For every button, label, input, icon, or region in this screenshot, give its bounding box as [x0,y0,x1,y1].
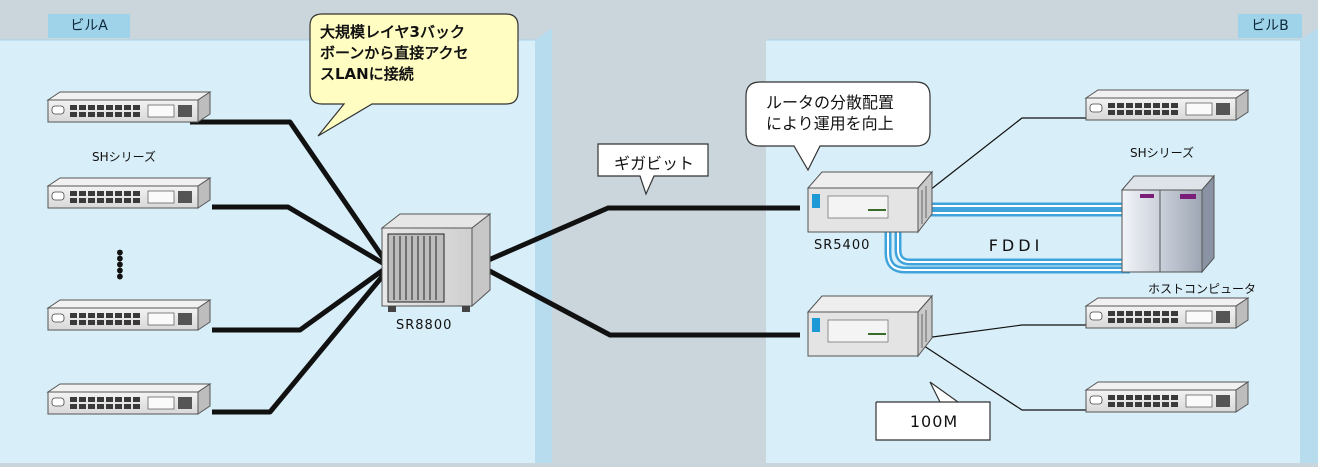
fast-label-box [875,381,991,441]
sh-series-a-label: SHシリーズ [92,150,157,164]
gigabit-label: ギガビット [613,154,694,173]
sh-series-b-label: SHシリーズ [1130,146,1195,160]
sh-switch-b2 [1084,297,1250,329]
cable-to-sr5400 [483,205,800,265]
cable-b2 [924,324,1088,339]
cable-to-router2 [482,265,800,338]
building-a-tag: ビルA [48,14,130,38]
callout-router-bubble [745,81,931,172]
sh-switch-a2 [46,177,212,209]
callout-backbone-line-2: ボーンから直接アクセ [320,44,469,62]
cables-building-b [917,117,1088,411]
callout-backbone-bubble [309,13,519,137]
cables-building-a [190,119,389,415]
host-label: ホストコンピュータ [1148,282,1257,296]
sr8800-chassis [380,212,492,312]
ellipsis-dots: ••••• [114,241,126,289]
cable-a1 [190,119,389,264]
callout-backbone-line-1: 大規模レイヤ3バック [320,23,465,41]
fddi-inner-ring-inner [897,212,1130,263]
cables-backbone [482,205,800,338]
callout-router: ルータの分散配置 により運用を向上 [766,92,894,134]
cable-b1 [929,117,1088,191]
ellipsis-vertical: ••••• [114,243,126,287]
sh-switch-b1 [1084,89,1250,121]
sh-switch-a1 [46,91,212,123]
building-b-tag: ビルB [1238,14,1302,38]
building-a-side [535,28,552,463]
sr8800-slots [387,233,445,303]
callout-backbone-line-3: スLANに接続 [320,65,414,83]
sh-switch-a3 [46,299,212,331]
switches-group [46,89,1250,415]
fddi-ring [884,202,1130,274]
sh-switch-b3 [1084,381,1250,413]
building-a [0,28,552,463]
fast-label: 100M [909,412,959,431]
callout-router-line-1: ルータの分散配置 [766,93,895,112]
sr5400-router [806,170,934,234]
cable-b3 [917,341,1088,411]
sr5400-label: SR5400 [814,238,871,253]
callout-backbone: 大規模レイヤ3バック ボーンから直接アクセ スLANに接続 [320,22,469,85]
cable-a2 [212,204,388,268]
building-a-front [0,40,535,463]
fddi-label: FDDI [988,236,1044,255]
host-computer [1120,174,1216,274]
fddi-outer-ring-inner [887,205,1130,271]
building-b-side [1300,28,1318,463]
sr8800-label: SR8800 [396,318,453,333]
router-two [806,294,934,358]
cable-a3 [212,265,388,333]
gigabit-label-box [597,143,709,196]
callout-router-line-2: により運用を向上 [766,114,894,133]
cable-a4 [212,270,388,415]
sh-switch-a4 [46,383,212,415]
